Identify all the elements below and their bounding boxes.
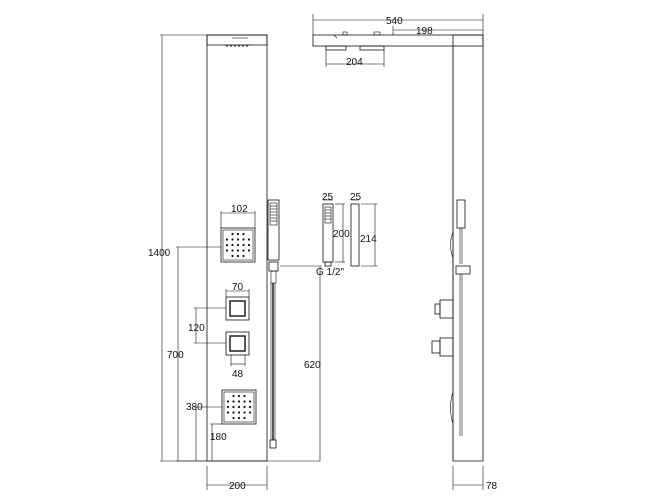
- dim-200: 200: [229, 481, 246, 492]
- jet-nozzle-dot: [247, 249, 251, 252]
- jet-nozzle-dot: [232, 400, 235, 403]
- front-view: 1400 700 120 380 180 200 102 70 48 620: [148, 34, 322, 492]
- side-panel-body: [452, 34, 484, 462]
- thread-spec: G 1/2": [316, 267, 344, 278]
- jet-nozzle-dot: [237, 400, 241, 403]
- dim-holder-length: 214: [360, 234, 377, 245]
- jet-nozzle-dot: [243, 416, 246, 420]
- jet-nozzle-dot: [237, 405, 241, 409]
- front-panel-top-cap: [206, 34, 268, 46]
- jet-nozzle-dot: [232, 411, 235, 414]
- jet-nozzle-dot: [243, 405, 246, 409]
- dim-620: 620: [304, 360, 321, 371]
- jet-nozzle-dot: [237, 411, 241, 414]
- jet-nozzle-dot: [248, 405, 252, 409]
- jet-nozzle-dot: [248, 400, 252, 403]
- jet-nozzle-dot: [231, 249, 234, 252]
- front-view-dimensions: [160, 34, 322, 490]
- jet-nozzle-dot: [247, 243, 251, 247]
- lower-control-valve: [225, 331, 250, 356]
- dim-700: 700: [167, 350, 184, 361]
- jet-nozzle-dot: [248, 411, 252, 414]
- dim-78: 78: [486, 481, 498, 492]
- dim-204: 204: [346, 57, 363, 68]
- jet-nozzle-dot: [226, 411, 230, 414]
- jet-nozzle-dot: [225, 238, 229, 241]
- upper-body-jet: [220, 227, 256, 263]
- dim-102: 102: [231, 204, 248, 215]
- side-rain-nozzles: [325, 31, 385, 51]
- jet-nozzle-dot: [242, 232, 245, 236]
- jet-nozzle-dot: [242, 254, 245, 258]
- jet-nozzle-dot: [225, 243, 229, 247]
- dim-120: 120: [188, 323, 205, 334]
- jet-nozzle-dot: [242, 243, 245, 247]
- dim-70: 70: [232, 282, 244, 293]
- side-hand-shower: [455, 199, 471, 436]
- jet-nozzle-dot: [236, 232, 240, 236]
- jet-nozzle-dot: [232, 394, 235, 398]
- jet-nozzle-dot: [236, 243, 240, 247]
- top-rain-shower-nozzles: [224, 44, 252, 47]
- jet-nozzle-dot: [236, 254, 240, 258]
- dim-holder-width: 25: [350, 192, 362, 203]
- dim-1400: 1400: [148, 248, 171, 259]
- jet-nozzle-dot: [243, 400, 246, 403]
- jet-nozzle-dot: [231, 238, 234, 241]
- jet-nozzle-dot: [236, 238, 240, 241]
- side-view: [312, 14, 484, 490]
- jet-nozzle-dot: [232, 416, 235, 420]
- dim-380: 380: [186, 402, 203, 413]
- lower-body-jet: [221, 389, 257, 425]
- side-control-valves: [431, 299, 454, 357]
- dim-48: 48: [232, 369, 244, 380]
- jet-nozzle-dot: [236, 249, 240, 252]
- jet-nozzle-dot: [232, 405, 235, 409]
- dim-shower-head-length: 200: [333, 229, 350, 240]
- jet-nozzle-dot: [247, 238, 251, 241]
- dim-180: 180: [210, 432, 227, 443]
- dim-198: 198: [416, 26, 433, 37]
- front-hand-shower: [267, 199, 280, 449]
- side-top-arm: [312, 34, 484, 47]
- dim-540: 540: [386, 16, 403, 27]
- jet-nozzle-dot: [225, 249, 229, 252]
- jet-nozzle-dot: [231, 254, 234, 258]
- upper-control-valve: [225, 296, 250, 321]
- jet-nozzle-dot: [243, 411, 246, 414]
- jet-nozzle-dot: [237, 416, 241, 420]
- dim-shower-head-width: 25: [322, 192, 334, 203]
- jet-nozzle-dot: [243, 394, 246, 398]
- jet-nozzle-dot: [242, 249, 245, 252]
- front-panel-body: [206, 34, 268, 462]
- jet-nozzle-dot: [242, 238, 245, 241]
- jet-nozzle-dot: [237, 394, 241, 398]
- hand-shower-detail: [322, 199, 378, 267]
- jet-nozzle-dot: [231, 243, 234, 247]
- jet-nozzle-dot: [226, 400, 230, 403]
- jet-nozzle-dot: [231, 232, 234, 236]
- jet-nozzle-dot: [226, 405, 230, 409]
